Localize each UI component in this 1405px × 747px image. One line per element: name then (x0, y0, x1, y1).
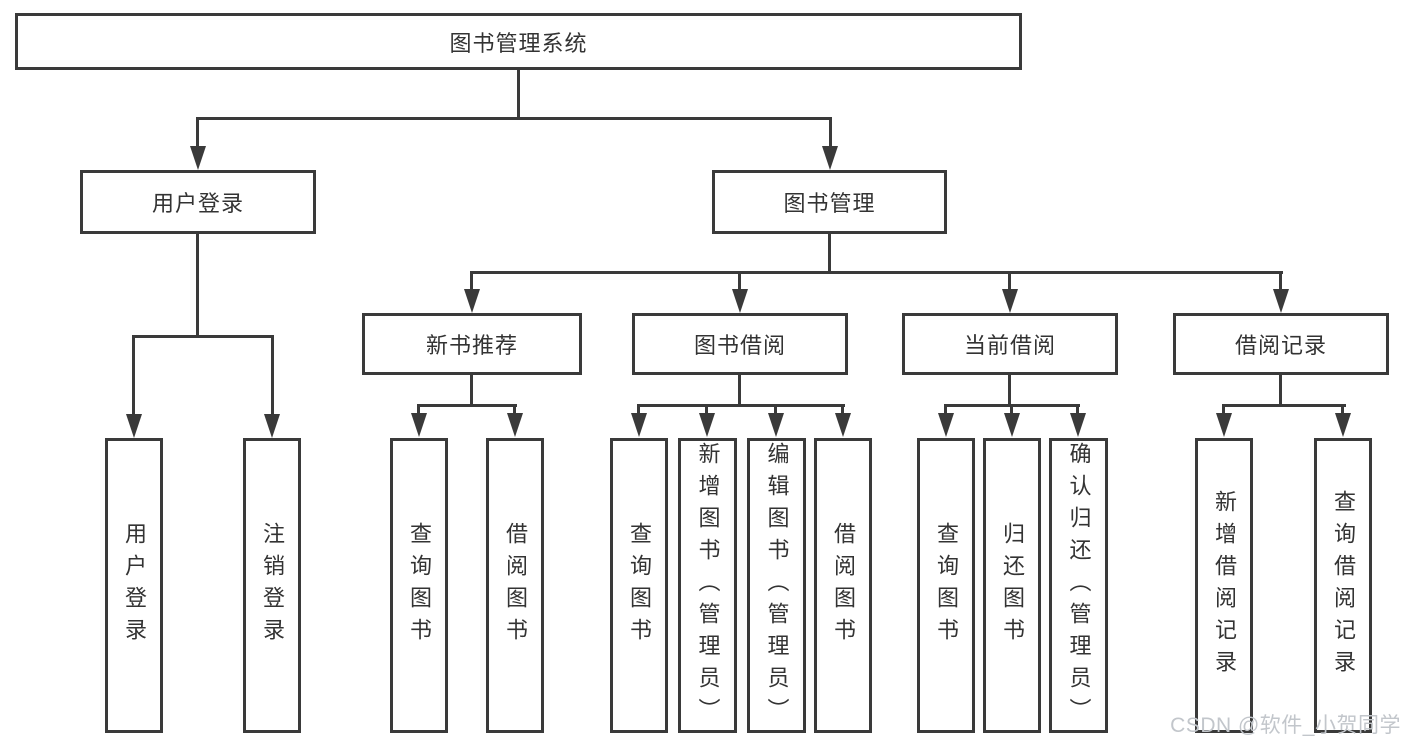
node-query-books-current: 查询图书 (917, 438, 975, 733)
connector-stem (774, 404, 777, 414)
node-current-borrowing: 当前借阅 (902, 313, 1118, 375)
arrow-down-icon (768, 413, 784, 437)
node-book-management: 图书管理 (712, 170, 947, 234)
node-edit-books-admin: 编辑图书（管理员） (747, 438, 806, 733)
node-label: 借阅图书 (503, 521, 528, 650)
node-add-borrow-record: 新增借阅记录 (1195, 438, 1253, 733)
node-label: 确认归还（管理员） (1066, 441, 1092, 730)
node-label: 查询图书 (407, 521, 432, 650)
node-user-login: 用户登录 (80, 170, 316, 234)
connector-stem-user-login (196, 117, 199, 148)
arrow-down-icon (1002, 289, 1018, 313)
arrow-down-icon (411, 413, 427, 437)
node-label: 新书推荐 (425, 333, 518, 358)
node-label: 注销登录 (260, 521, 285, 650)
connector-user-login-trunk (196, 234, 199, 338)
arrow-down-icon (126, 414, 142, 438)
node-library-management-system: 图书管理系统 (15, 13, 1022, 70)
node-book-borrowing: 图书借阅 (632, 313, 848, 375)
node-borrowing-records: 借阅记录 (1173, 313, 1389, 375)
connector-root-trunk (517, 70, 520, 119)
node-query-borrow-record: 查询借阅记录 (1314, 438, 1372, 733)
connector-stem-login (132, 335, 135, 415)
node-label: 用户登录 (122, 521, 147, 650)
connector-stem-book-management (829, 117, 832, 148)
connector-stem (637, 404, 640, 414)
node-label: 新增借阅记录 (1212, 489, 1237, 682)
arrow-down-icon (822, 146, 838, 170)
node-label: 图书管理 (783, 191, 876, 216)
connector-level3-branch (470, 271, 1283, 274)
node-return-books: 归还图书 (983, 438, 1041, 733)
arrow-down-icon (631, 413, 647, 437)
arrow-down-icon (1070, 413, 1086, 437)
connector-stem-borrow-record (1279, 271, 1282, 291)
connector-stem (1076, 404, 1079, 414)
connector-stem (1341, 404, 1344, 414)
node-label: 借阅图书 (831, 521, 856, 650)
node-user-login-leaf: 用户登录 (105, 438, 163, 733)
node-label: 图书管理系统 (449, 30, 588, 56)
node-label: 查询图书 (934, 521, 959, 650)
connector-user-login-branch (132, 335, 274, 338)
arrow-down-icon (732, 289, 748, 313)
arrow-down-icon (938, 413, 954, 437)
connector-borrow-record-trunk (1279, 375, 1282, 407)
node-label: 用户登录 (151, 191, 244, 216)
node-label: 查询图书 (627, 521, 652, 650)
connector-stem (513, 404, 516, 414)
connector-book-borrow-trunk (738, 375, 741, 407)
connector-stem (705, 404, 708, 414)
connector-book-management-trunk (828, 234, 831, 274)
node-confirm-return-admin: 确认归还（管理员） (1049, 438, 1108, 733)
connector-stem (944, 404, 947, 414)
node-borrow-books-leaf: 借阅图书 (814, 438, 872, 733)
node-logout: 注销登录 (243, 438, 301, 733)
connector-stem-logout (271, 335, 274, 415)
node-borrow-books-recommend: 借阅图书 (486, 438, 544, 733)
node-new-book-recommendation: 新书推荐 (362, 313, 582, 375)
node-add-books-admin: 新增图书（管理员） (678, 438, 737, 733)
arrow-down-icon (1335, 413, 1351, 437)
connector-new-book-branch (417, 404, 517, 407)
connector-stem (841, 404, 844, 414)
connector-stem-current-borrow (1008, 271, 1011, 291)
connector-borrow-record-branch (1222, 404, 1346, 407)
node-label: 查询借阅记录 (1331, 489, 1356, 682)
watermark: CSDN @软件_小贺同学 (1170, 714, 1401, 737)
node-label: 当前借阅 (963, 333, 1056, 358)
connector-stem (1010, 404, 1013, 414)
arrow-down-icon (1216, 413, 1232, 437)
arrow-down-icon (507, 413, 523, 437)
arrow-down-icon (835, 413, 851, 437)
connector-book-borrow-branch (637, 404, 845, 407)
connector-current-borrow-trunk (1008, 375, 1011, 407)
node-label: 新增图书（管理员） (695, 441, 721, 730)
node-label: 编辑图书（管理员） (764, 441, 790, 730)
arrow-down-icon (1273, 289, 1289, 313)
arrow-down-icon (264, 414, 280, 438)
node-label: 归还图书 (1000, 521, 1025, 650)
connector-stem (417, 404, 420, 414)
node-query-books-recommend: 查询图书 (390, 438, 448, 733)
node-label: 图书借阅 (693, 333, 786, 358)
connector-level2-branch (196, 117, 832, 120)
arrow-down-icon (699, 413, 715, 437)
connector-stem-book-borrow (738, 271, 741, 291)
connector-stem (1222, 404, 1225, 414)
connector-new-book-trunk (470, 375, 473, 407)
connector-stem-new-book (470, 271, 473, 291)
arrow-down-icon (190, 146, 206, 170)
arrow-down-icon (1004, 413, 1020, 437)
node-label: 借阅记录 (1234, 333, 1327, 358)
arrow-down-icon (464, 289, 480, 313)
node-query-books-borrow: 查询图书 (610, 438, 668, 733)
